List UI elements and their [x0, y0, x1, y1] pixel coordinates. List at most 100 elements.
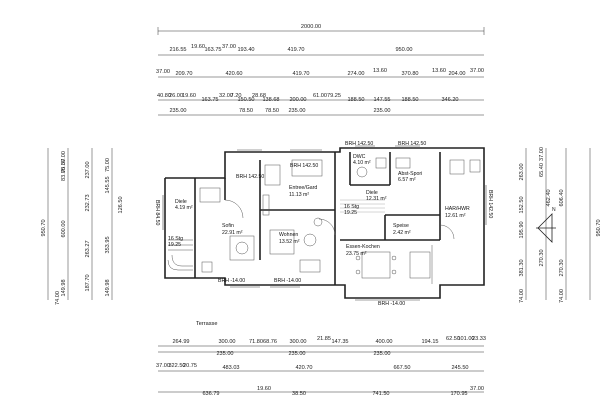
room-name: Sofin [222, 223, 234, 229]
room-name: Diele [366, 190, 378, 196]
dim-top-r4-15: 346.20 [441, 97, 458, 103]
dim-right-b3: 381.30 [519, 259, 525, 276]
dim-top-r4-9: 200.00 [289, 97, 306, 103]
brh-label: BRH 142.50 [345, 141, 373, 147]
dim-bot-r4-3: 741.50 [372, 391, 389, 397]
dim-top-r3-6: 370.80 [401, 71, 418, 77]
dim-left-a0: 37.00 [61, 151, 67, 165]
dim-bot-r1-9: 62.50 [446, 336, 460, 342]
room-name: 16 Stg [344, 204, 359, 210]
dim-bot-r3-3: 483.03 [222, 365, 239, 371]
dim-bot-r4-1: 19.60 [257, 386, 271, 392]
dim-left-b1: 232.73 [85, 194, 91, 211]
brh-labels: BRH 142.50 BRH 142.50 BRH 142.50 BRH 142… [154, 141, 493, 307]
dim-left-total: 950.70 [41, 219, 47, 236]
dim-top-r5-2: 78.50 [265, 108, 279, 114]
dim-bot-r3-5: 667.50 [393, 365, 410, 371]
dim-top-r2-1: 19.60 [191, 44, 205, 50]
dim-bot-r2-0: 235.00 [216, 351, 233, 357]
room-area: 19.25 [344, 210, 357, 216]
walls [164, 147, 485, 299]
dim-right-a0: 37.00 [539, 147, 545, 161]
dim-right-b2: 195.90 [519, 221, 525, 238]
dim-bot-r1-0: 264.99 [172, 339, 189, 345]
dim-top-r4-1: 26.00 [169, 93, 183, 99]
dim-top-r4-5: 7.20 [231, 93, 242, 99]
right-dimension-chains: 263.00 152.50 195.90 381.30 74.00 65.40 … [519, 147, 602, 303]
dim-right-a2: 74.00 [559, 289, 565, 303]
dim-right-b1: 152.50 [519, 196, 525, 213]
dim-bot-r3-1: 322.50 [168, 363, 185, 369]
dim-right-c2: 270.30 [539, 249, 545, 266]
dim-top-r4-6: 150.50 [237, 97, 254, 103]
dim-bot-r1-5: 21.85 [317, 336, 331, 342]
left-dimension-chains: 950.70 37.00 75.00 83.00 600.00 149.98 7… [41, 148, 124, 305]
dim-bot-r1-11: 23.33 [472, 336, 486, 342]
room-name: Wohnen [279, 232, 298, 238]
dim-bot-r3-2: 20.75 [183, 363, 197, 369]
dim-left-c4: 149.98 [105, 279, 111, 296]
dim-top-r4-10: 61.00 [313, 93, 327, 99]
dim-right-c0: 65.40 [539, 163, 545, 177]
room-area: 12.61 m² [445, 213, 466, 219]
dim-right-b0: 263.00 [519, 163, 525, 180]
room-name: 16 Stg [168, 236, 183, 242]
dim-top-r3-7: 13.60 [432, 68, 446, 74]
dim-top-r4-14: 188.50 [401, 97, 418, 103]
dim-top-r3-1: 209.70 [175, 71, 192, 77]
dim-bot-r3-6: 245.50 [451, 365, 468, 371]
dim-bot-r1-8: 194.15 [421, 339, 438, 345]
dim-right-a1: 606.40 [559, 189, 565, 206]
brh-label: BRH 142.50 [398, 141, 426, 147]
room-area: 12.31 m² [366, 196, 387, 202]
dim-top-r2-2: 163.75 [204, 47, 221, 53]
dim-top-r2-3: 37.00 [222, 44, 236, 50]
brh-label: BRH -14.00 [218, 278, 245, 284]
room-area: 13.52 m² [279, 239, 300, 245]
dim-top-r5-4: 235.00 [373, 108, 390, 114]
dim-bot-r4-5: 37.00 [470, 386, 484, 392]
dim-left-b2: 263.27 [85, 240, 91, 257]
room-name: Entree/Gard [289, 185, 317, 191]
dim-bot-r1-4: 300.00 [289, 339, 306, 345]
dim-top-r3-3: 419.70 [292, 71, 309, 77]
dim-bot-r1-1: 300.00 [218, 339, 235, 345]
dim-right-b4: 74.00 [519, 289, 525, 303]
dim-top-r4-11: 79.25 [327, 93, 341, 99]
brh-label: BRH 142.50 [236, 174, 264, 180]
dim-right-c1: 462.40 [546, 189, 552, 206]
dim-top-r4-2: 19.60 [182, 93, 196, 99]
room-name: Diele [175, 199, 187, 205]
dim-top-r3-8: 204.00 [448, 71, 465, 77]
dim-top-r4-12: 188.50 [347, 97, 364, 103]
dim-left-a5: 74.00 [55, 291, 61, 305]
dim-left-a2: 83.00 [61, 167, 67, 181]
brh-label: BRH 84.50 [154, 200, 160, 225]
dim-top-r5-1: 78.50 [239, 108, 253, 114]
terrace-label: Terrasse [196, 321, 217, 327]
dim-bot-r4-4: 170.95 [450, 391, 467, 397]
brh-label: BRH -14.00 [378, 301, 405, 307]
dim-left-a3: 600.00 [61, 220, 67, 237]
windows [162, 145, 487, 301]
dim-bot-r1-7: 400.00 [375, 339, 392, 345]
dim-bot-r3-4: 420.70 [295, 365, 312, 371]
dim-top-r2-5: 419.70 [287, 47, 304, 53]
brh-label: BRH 142.50 [487, 190, 493, 218]
top-dimension-chains: 2000.00 216.55 19.60 163.75 37.00 193.40… [156, 24, 485, 116]
room-labels: Diele 4.19 m² Sofin 22.91 m² 16 Stg 19.2… [168, 154, 470, 257]
room-name: DWC [353, 154, 366, 160]
dim-bot-r1-10: 101.00 [457, 336, 474, 342]
brh-label: BRH -14.00 [274, 278, 301, 284]
north-label: N [552, 207, 556, 213]
dim-top-r2-6: 950.00 [395, 47, 412, 53]
bottom-dimension-chains: 264.99 300.00 71.80 68.76 300.00 21.85 1… [156, 336, 486, 397]
dim-top-r3-4: 274.00 [347, 71, 364, 77]
dim-right-c3: 270.30 [559, 259, 565, 276]
room-area: 6.57 m² [398, 177, 416, 183]
dim-left-b3: 187.70 [85, 274, 91, 291]
dim-top-r4-3: 163.75 [201, 97, 218, 103]
room-area: 4.10 m² [353, 160, 371, 166]
dim-top-r3-2: 420.60 [225, 71, 242, 77]
dim-top-r5-0: 235.00 [169, 108, 186, 114]
